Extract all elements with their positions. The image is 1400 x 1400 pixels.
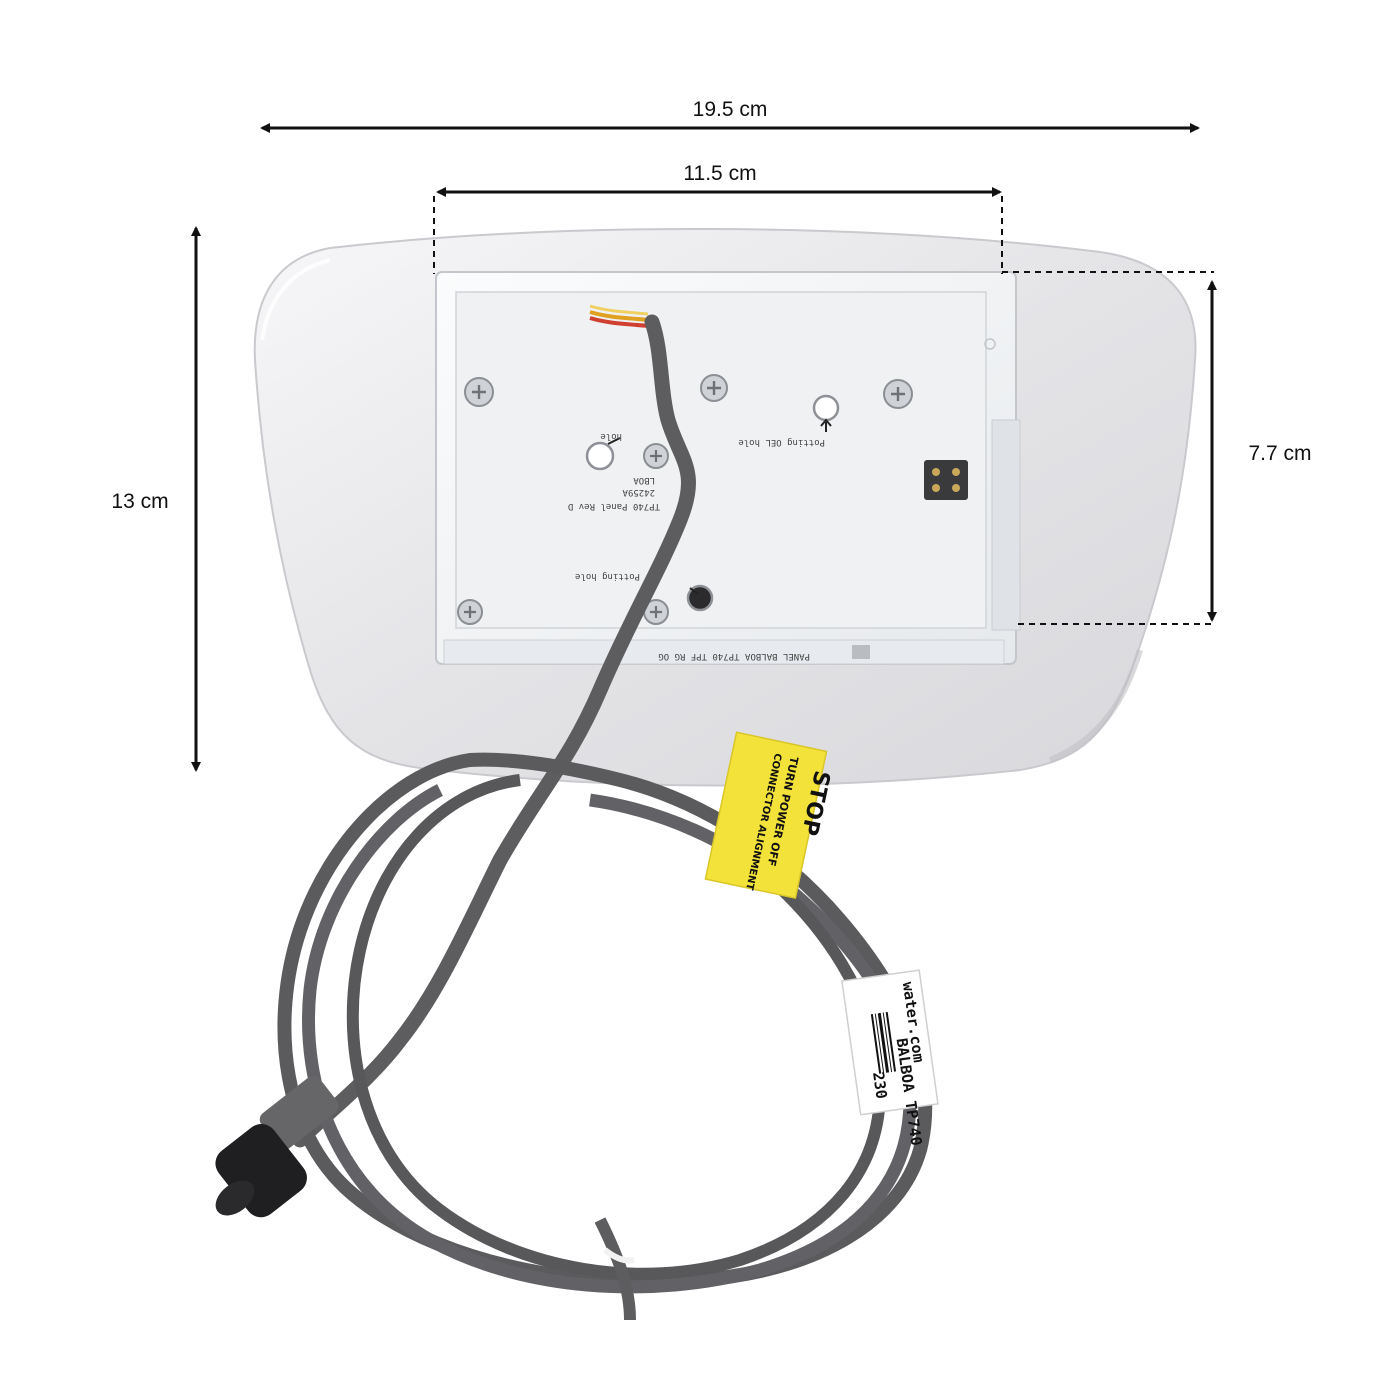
- screw-bottom-mid: [643, 599, 669, 625]
- serial-line: PANEL BALBOA TP740 TPF RG OG: [658, 651, 810, 661]
- outer-height-label: 13 cm: [111, 490, 168, 513]
- arrow-hole-left: [607, 437, 621, 445]
- screw-top-mid: [700, 374, 728, 402]
- hole-left-text: hole: [600, 431, 622, 441]
- arrow-potting-bottom: [689, 587, 699, 595]
- inner-height-label: 7.7 cm: [1248, 442, 1311, 465]
- screw-center: [643, 443, 669, 469]
- hole-left: [585, 441, 615, 471]
- connector-pad: [924, 460, 968, 500]
- dimension-outer-width: 19.5 cm: [260, 98, 1200, 133]
- dimension-inner-height: 7.7 cm: [1002, 271, 1312, 625]
- screw-top-left: [464, 377, 494, 407]
- zip-tie: [603, 1247, 635, 1264]
- model-line3: TP740 Panel Rev D: [568, 501, 660, 511]
- cable-connector: [215, 1075, 339, 1218]
- potting-hole-bottom-text: Potting hole: [575, 571, 640, 581]
- outer-width-label: 19.5 cm: [693, 98, 768, 121]
- potting-hole-right-text: Potting OEL hole: [738, 437, 825, 447]
- dimension-inner-width: 11.5 cm: [433, 162, 1003, 274]
- cable-label-line3: 230: [869, 1071, 891, 1100]
- model-line2: 24259A: [622, 487, 655, 497]
- arrow-potting-right: [820, 418, 832, 432]
- dimension-outer-height: 13 cm: [111, 226, 201, 772]
- screw-top-right: [883, 379, 913, 409]
- screw-bottom-left: [457, 599, 483, 625]
- model-line1: LBOA: [633, 475, 655, 485]
- circuit-board: Potting OEL hole hole LBOA 24259A TP740 …: [455, 291, 996, 629]
- warning-tape: STOP TURN POWER OFF CONNECTOR ALIGNMENT: [704, 731, 834, 900]
- potting-hole-right: [812, 394, 840, 422]
- inner-width-label: 11.5 cm: [683, 162, 756, 185]
- barcode: [870, 1011, 897, 1074]
